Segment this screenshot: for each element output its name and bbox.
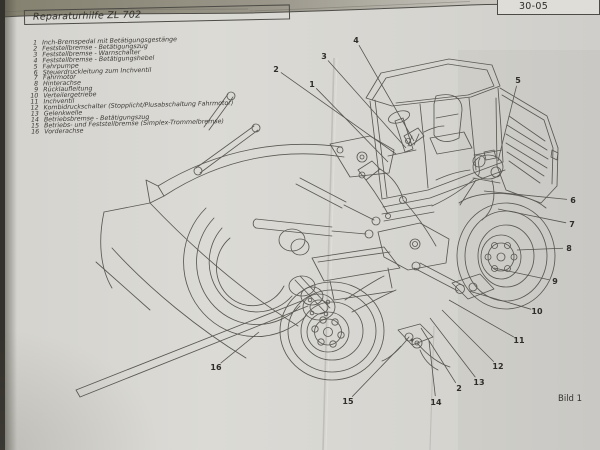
pedal-linkage-group [357, 160, 437, 247]
part-label: Vorderachse [44, 127, 84, 136]
leader-line [497, 208, 567, 224]
callout-number: 16 [210, 363, 222, 372]
callout-number: 12 [492, 362, 503, 371]
fold-crease [322, 57, 435, 450]
center-frame-group [311, 222, 495, 301]
leader-line [441, 309, 495, 363]
leader-line [358, 45, 415, 142]
leader-line [516, 247, 564, 251]
callout-number: 7 [569, 220, 575, 229]
page-number-box: 30-05 [497, 0, 600, 15]
callout-number: 2 [273, 65, 279, 74]
leader-line [428, 340, 436, 397]
callout-number: 6 [570, 196, 576, 205]
front-left-wheel-group [183, 207, 310, 338]
front-axle-wheel-group [279, 275, 397, 381]
callout-number: 2 [456, 384, 462, 393]
leader-line [493, 267, 550, 281]
pump-group [431, 149, 504, 221]
part-number: 16 [31, 128, 40, 136]
leader-line [448, 299, 514, 338]
leader-line [315, 88, 389, 163]
figure-caption: Bild 1 [558, 394, 583, 404]
callout-number: 5 [515, 76, 521, 85]
page-number: 30-05 [518, 1, 549, 12]
leader-line [220, 331, 260, 364]
leader-line [280, 72, 397, 155]
leader-line [429, 317, 476, 378]
callout-number: 11 [513, 336, 525, 345]
leader-line [327, 60, 407, 149]
engine-hood-group [458, 87, 559, 209]
callout-number: 3 [321, 52, 327, 61]
leader-line [420, 327, 457, 384]
leader-line [483, 190, 568, 200]
callout-number: 9 [552, 277, 558, 286]
leader-line [497, 85, 517, 162]
boom-group [75, 91, 395, 398]
leader-line [468, 290, 532, 310]
callout-number: 1 [309, 80, 315, 89]
callout-number: 13 [473, 378, 484, 387]
callout-number: 14 [430, 398, 442, 407]
leader-line [351, 345, 402, 397]
callout-number: 15 [342, 397, 354, 406]
callout-number: 4 [353, 36, 359, 45]
callout-number: 10 [531, 307, 543, 316]
callout-number: 8 [566, 244, 572, 253]
page-title: Reparaturhilfe ZL 702 [32, 9, 142, 23]
